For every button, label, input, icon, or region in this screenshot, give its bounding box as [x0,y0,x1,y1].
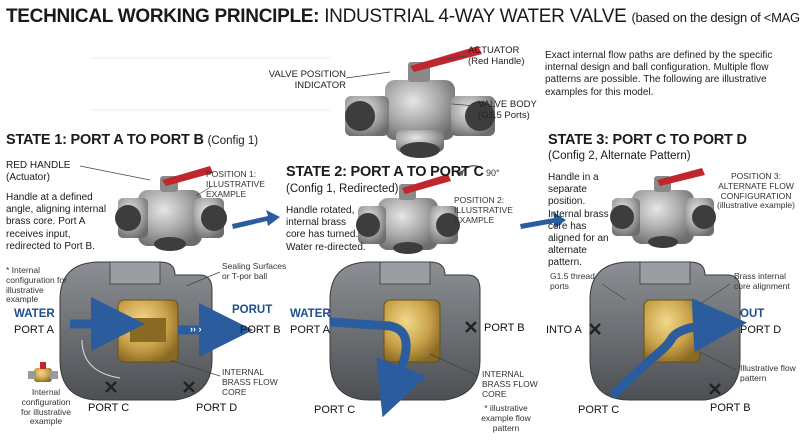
state3-out-label: OUT [740,308,765,320]
state2-port-c: PORT C [314,404,356,416]
state2-rotation: 90° [486,168,500,178]
state1-out-label: PORUT [232,304,273,316]
ruler-guides [90,57,330,111]
state3-valve-image [610,168,716,248]
state3-thread-label: G1.5 thread ports [550,271,595,291]
mini-valve-note: Internal configuration for illustrative … [20,387,72,427]
state1-title-text: STATE 1: PORT A TO PORT B [6,132,204,148]
title-bold: TECHNICAL WORKING PRINCIPLE: [6,6,320,27]
indicator-label: VALVE POSITION INDICATOR [268,69,346,91]
state2-water-label: WATER [290,308,331,320]
state3-title: STATE 3: PORT C TO PORT D [548,132,747,148]
state1-closed-port-d-icon [183,381,195,393]
state1-config: (Config 1) [207,135,259,147]
state2-core-label: INTERNAL BRASS FLOW CORE [482,369,538,399]
state3-closed-port-a-icon [589,323,601,335]
state3-position-sub: (illustrative example) [717,200,795,211]
state2-port-b: PORT B [484,322,525,334]
state3-cutaway [589,261,741,401]
state3-flow-note: Illustrative flow pattern [740,363,796,383]
state3-core-label: Brass internal core alignment [734,271,790,291]
state1-port-b: PORT B [240,324,281,336]
state1-leaders [169,271,221,377]
state3-port-d: PORT D [740,324,782,336]
intro-note: Exact internal flow paths are defined by… [545,50,773,98]
state3-flow-arrow [608,298,747,400]
state3-into-a: INTO A [546,324,582,336]
state1-description: Handle at a defined angle, aligning inte… [6,192,107,252]
valve-body-label: VALVE BODY (G1.5 Ports) [478,99,537,121]
state1-position-label: POSITION 1: ILLUSTRATIVE EXAMPLE [206,169,265,199]
state1-handle-leader [79,165,151,181]
state2-position-label: POSITION 2: ILLUSTRATIVE EXAMPLE [454,195,513,225]
state1-sealing-label: Sealing Surfaces or T-por ball [222,261,287,281]
state1-internal-note: * Internal configuration for illustrativ… [6,265,67,305]
mini-valve-icon [28,362,58,382]
rotation-arrow-icon [457,165,483,177]
state3-port-b: PORT B [710,402,751,414]
state1-closed-port-c-icon [105,381,117,393]
state1-port-a: PORT A [14,324,54,336]
state1-port-c: PORT C [88,402,130,414]
state3-leaders [601,283,737,371]
state3-closed-port-b-icon [709,383,721,395]
state3-config: (Config 2, Alternate Pattern) [548,150,691,162]
state2-title: STATE 2: PORT A TO PORT C [286,164,484,180]
state3-position-text: POSITION 3: ALTERNATE FLOW CONFIGURATION [718,171,794,201]
state1-handle-label: RED HANDLE (Actuator) [6,160,71,184]
state2-footnote: * illustrative example flow pattern [481,403,531,433]
arrow-state2-to-3-icon [520,212,566,229]
state2-config: (Config 1, Redirected) [286,183,399,195]
state2-closed-port-b-icon [465,321,477,333]
state3-description: Handle in a separate position. Internal … [548,172,609,269]
page-title: TECHNICAL WORKING PRINCIPLE: INDUSTRIAL … [6,6,800,27]
title-regular: INDUSTRIAL 4-WAY WATER VALVE [324,6,627,27]
actuator-label: ACTUATOR (Red Handle) [468,45,525,67]
state1-out-arrows: ›› › [190,324,202,334]
state1-core-label: INTERNAL BRASS FLOW CORE [222,367,278,397]
top-valve-image [345,46,495,158]
arrow-state1-to-2-icon [232,210,280,229]
state1-title: STATE 1: PORT A TO PORT B (Config 1) [6,132,258,148]
state2-description: Handle rotated, internal brass core has … [286,205,366,253]
state3-position-label: POSITION 3: ALTERNATE FLOW CONFIGURATION… [714,171,798,211]
state2-core-leader [429,353,479,377]
state1-water-label: WATER [14,308,55,320]
top-valve-leaders [345,55,477,107]
state1-port-d: PORT D [196,402,238,414]
state3-port-c: PORT C [578,404,620,416]
state1-valve-image [115,166,227,251]
state2-flow-arrow [329,317,427,418]
state2-valve-image [356,174,460,254]
state2-port-a: PORT A [290,324,330,336]
state1-position-leader [195,185,213,197]
